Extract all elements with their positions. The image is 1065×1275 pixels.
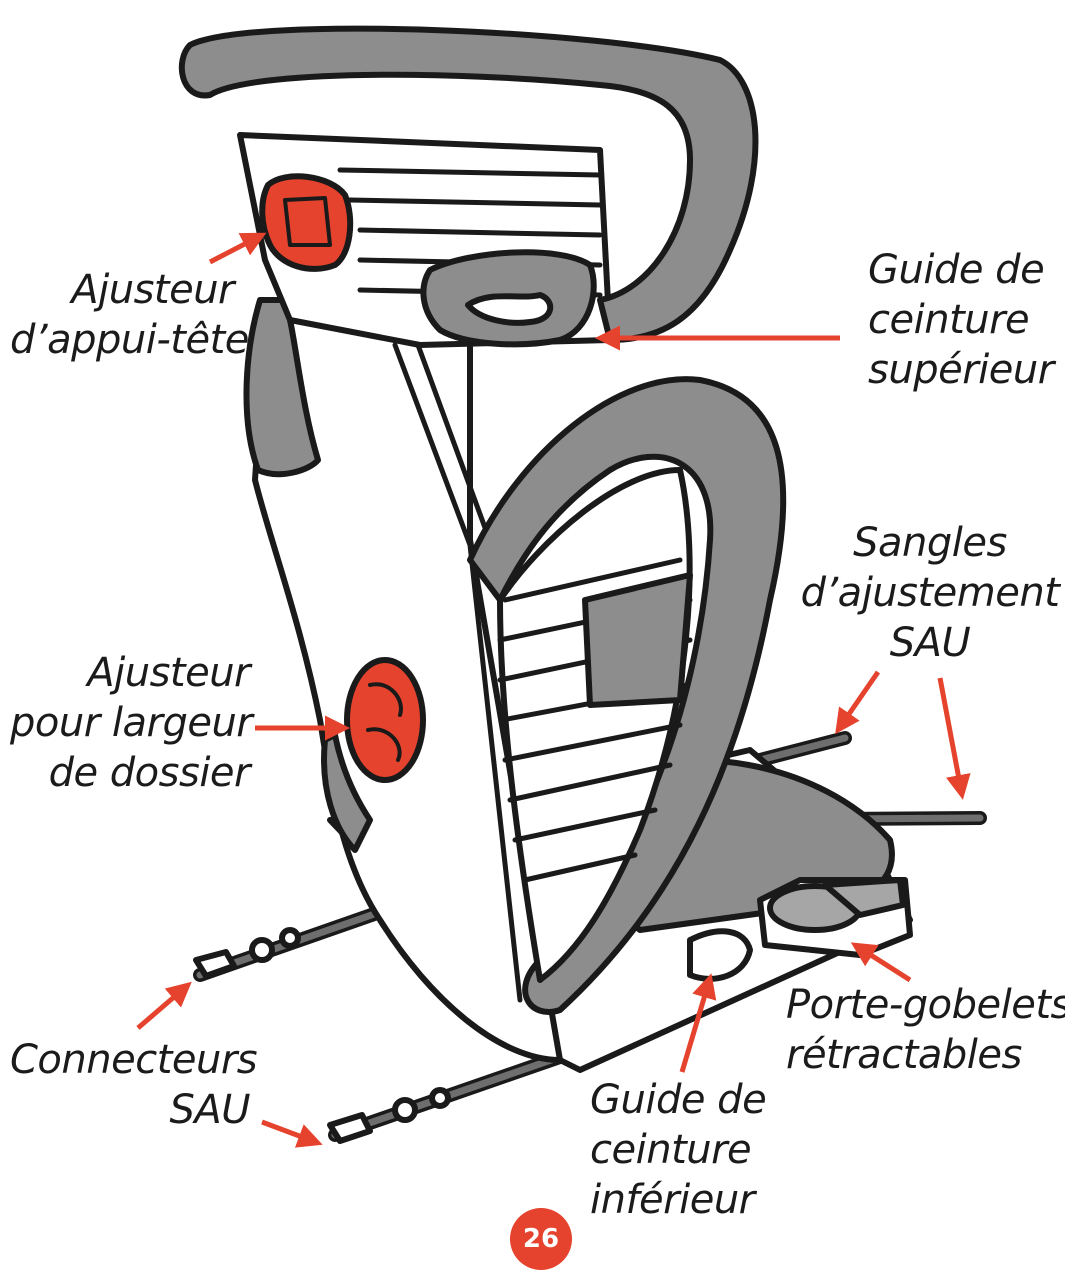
arrow-latch-connector-1 xyxy=(136,981,192,1030)
cup-holder-shape xyxy=(757,877,913,958)
arrow-lower-belt-guide xyxy=(679,973,717,1073)
label-latch-connectors: Connecteurs SAU xyxy=(10,1037,258,1133)
label-latch-adjust-straps: Sangles d’ajustement SAU xyxy=(800,520,1060,666)
label-cup-holders: Porte-gobelets rétractables xyxy=(786,982,1065,1078)
arrow-latch-strap-1 xyxy=(835,670,881,735)
headrest-wing xyxy=(178,25,759,343)
backrest-wing xyxy=(467,376,787,1015)
label-lower-belt-guide: Guide de ceinture inférieur xyxy=(590,1077,767,1223)
arrow-cup-holders xyxy=(850,942,912,983)
arrow-headrest-adjuster xyxy=(208,232,267,265)
arrow-latch-connector-2 xyxy=(261,1119,323,1148)
backrest-side-pad-lower xyxy=(321,732,373,853)
backrest-side-pad-left xyxy=(243,297,321,478)
label-upper-belt-guide: Guide de ceinture supérieur xyxy=(868,247,1054,393)
latch-strap-left xyxy=(193,898,407,982)
latch-strap-front xyxy=(327,1043,587,1144)
label-headrest-adjuster: Ajusteur d’appui-tête xyxy=(10,267,249,363)
page-number: 26 xyxy=(522,1224,560,1254)
label-backrest-width-adjuster: Ajusteur pour largeur de dossier xyxy=(10,650,253,796)
arrow-latch-strap-2 xyxy=(937,677,971,800)
backrest-width-adjuster-shape xyxy=(344,657,426,783)
headrest-adjuster-shape xyxy=(259,173,354,272)
page-number-badge: 26 xyxy=(510,1208,572,1270)
